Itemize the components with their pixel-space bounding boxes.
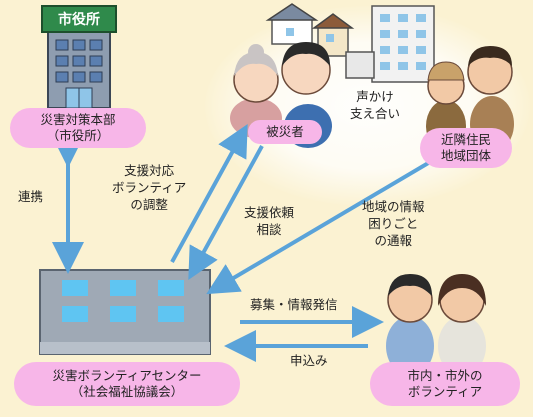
flow-support-adjust-line1: 支援対応 (124, 163, 175, 178)
flow-support-adjust-label: 支援対応 ボランティア の調整 (112, 162, 186, 213)
flow-local-info-line3: の通報 (374, 233, 413, 248)
city-hall-label: 災害対策本部 （市役所） (10, 108, 146, 148)
volunteers-icon (386, 274, 486, 376)
city-hall-sign: 市役所 (58, 11, 100, 28)
flow-support-adjust-line3: の調整 (130, 197, 168, 212)
city-hall-label-line1: 災害対策本部 (40, 112, 116, 127)
flow-mutual-help-label: 声かけ 支え合い (350, 88, 400, 122)
volunteer-center-icon (39, 269, 211, 355)
flow-recruit-label: 募集・情報発信 (250, 296, 338, 313)
volunteers-label-line1: 市内・市外の (407, 368, 483, 383)
flow-support-request-label: 支援依頼 相談 (244, 204, 294, 238)
city-hall-icon (41, 5, 117, 109)
flow-local-info-line2: 困りごと (368, 216, 419, 231)
arrow-support-request (188, 145, 264, 281)
volunteer-center-label-line2: （社会福祉協議会） (70, 384, 184, 399)
victims-label: 被災者 (248, 120, 322, 144)
flow-apply-label: 申込み (290, 352, 328, 369)
flow-arrows (52, 123, 432, 362)
volunteer-center-label-line1: 災害ボランティアセンター (52, 368, 202, 383)
neighbors-label: 近隣住民 地域団体 (420, 128, 512, 168)
houses-icon (265, 3, 355, 57)
flow-coordination-text: 連携 (18, 189, 44, 204)
flow-local-info-label: 地域の情報 困りごと の通報 (362, 198, 425, 249)
flow-local-info-line1: 地域の情報 (362, 199, 425, 214)
flow-support-request-line2: 相談 (256, 222, 282, 237)
city-hall-label-line2: （市役所） (46, 128, 110, 143)
flow-recruit-text: 募集・情報発信 (250, 297, 338, 312)
arrow-support-adjust (170, 123, 248, 263)
apartment-icon (345, 5, 435, 83)
arrow-local-info (206, 160, 432, 295)
volunteers-label-line2: ボランティア (407, 384, 483, 399)
flow-coordination-label: 連携 (18, 188, 43, 205)
flow-mutual-help-line2: 支え合い (350, 106, 401, 121)
volunteer-center-label: 災害ボランティアセンター （社会福祉協議会） (14, 362, 240, 406)
flow-apply-text: 申込み (290, 353, 328, 368)
flow-support-request-line1: 支援依頼 (244, 205, 295, 220)
flow-support-adjust-line2: ボランティア (112, 180, 187, 195)
neighbors-label-line2: 地域団体 (440, 148, 491, 163)
volunteers-label: 市内・市外の ボランティア (370, 362, 520, 406)
flow-mutual-help-line1: 声かけ (356, 89, 394, 104)
victims-label-text: 被災者 (266, 124, 304, 139)
neighbors-label-line1: 近隣住民 (440, 132, 491, 147)
